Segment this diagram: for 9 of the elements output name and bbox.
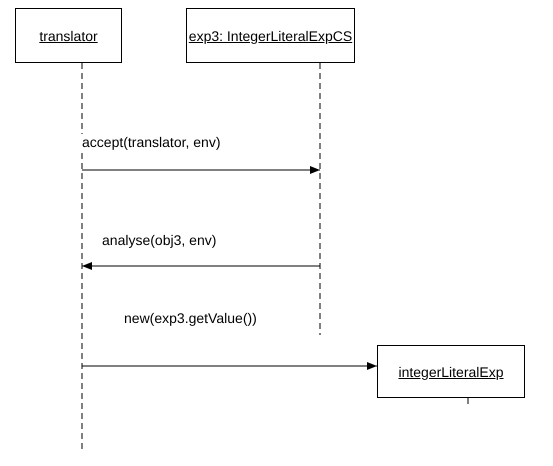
- message-arrow: [82, 362, 378, 370]
- object-name: integerLiteralExp: [398, 364, 504, 380]
- message-arrow: [82, 166, 320, 174]
- object-name: translator: [39, 28, 98, 44]
- message-arrow: [82, 262, 320, 270]
- object-name: exp3: IntegerLiteralExpCS: [188, 28, 352, 44]
- message-label: new(exp3.getValue()): [122, 310, 259, 326]
- message-label: analyse(obj3, env): [100, 232, 218, 248]
- message-label: accept(translator, env): [80, 134, 223, 150]
